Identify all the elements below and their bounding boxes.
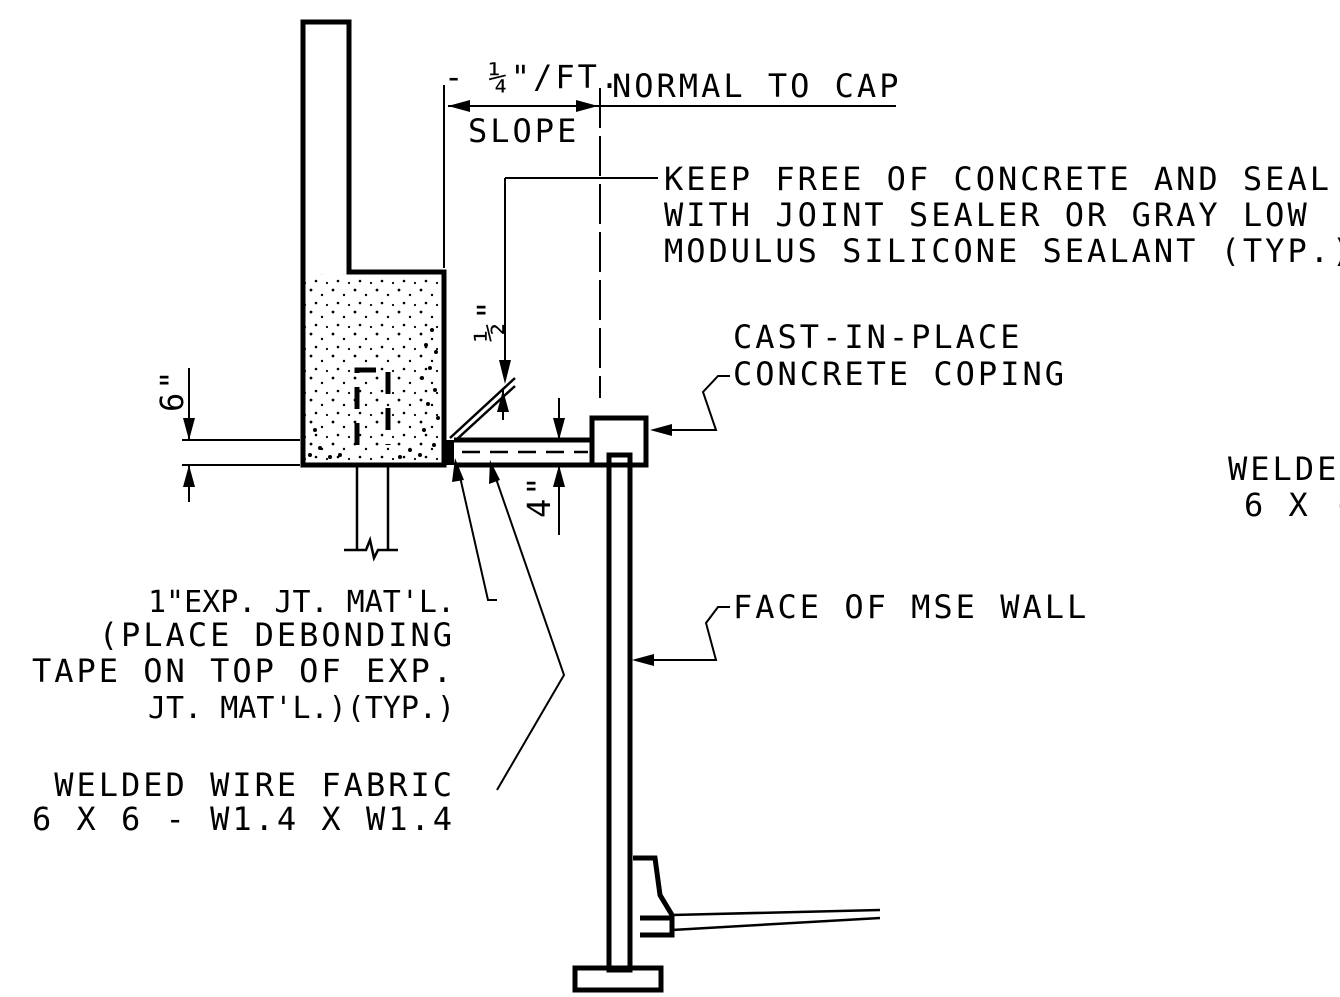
dim-half-label: ½" [470, 297, 508, 342]
wwf-right-line-1: WELDE [1228, 450, 1339, 488]
keep-free-line-3: MODULUS SILICONE SEALANT (TYP.) [664, 232, 1340, 270]
exp-jt-line-2: (PLACE DEBONDING [99, 616, 455, 654]
keep-free-line-2: WITH JOINT SEALER OR GRAY LOW [664, 196, 1310, 234]
exp-jt-line-4: JT. MAT'L.)(TYP.) [148, 691, 455, 726]
dense-stipple [308, 328, 440, 459]
exp-jt-line-1: 1"EXP. JT. MAT'L. [148, 585, 455, 620]
keep-free-line-1: KEEP FREE OF CONCRETE AND SEAL [664, 160, 1332, 198]
slope-rate-label: - ¼"/FT. [444, 58, 622, 96]
mse-wall [572, 415, 881, 993]
dim-4-label: 4" [520, 473, 558, 518]
coping-label-2: CONCRETE COPING [733, 355, 1067, 393]
slope-label: SLOPE [468, 112, 579, 150]
exp-jt-line-3: TAPE ON TOP OF EXP. [32, 652, 455, 690]
dim-6-label: 6" [153, 367, 191, 412]
face-mse-label: FACE OF MSE WALL [733, 588, 1089, 626]
leaders [452, 177, 730, 791]
parapet [300, 19, 447, 562]
dimension-lines [182, 85, 896, 535]
slab-joint [444, 377, 592, 468]
wwf-line-1: WELDED WIRE FABRIC [54, 766, 455, 804]
wwf-line-2: 6 X 6 - W1.4 X W1.4 [32, 800, 455, 838]
coping-label-1: CAST-IN-PLACE [733, 318, 1022, 356]
wwf-right-line-2: 6 X ( [1244, 486, 1340, 524]
normal-to-cap-label: NORMAL TO CAP [612, 67, 901, 105]
annotations: - ¼"/FT. NORMAL TO CAP SLOPE KEEP FREE O… [32, 58, 1340, 838]
